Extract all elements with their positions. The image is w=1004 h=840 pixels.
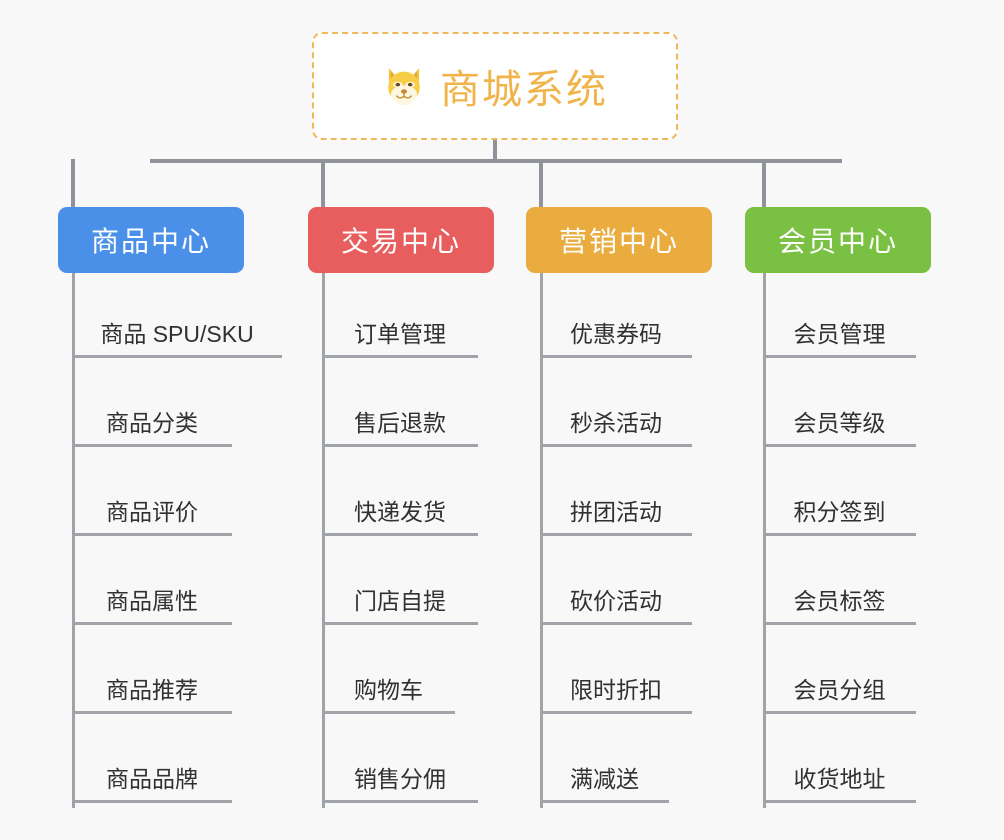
- leaf-label: 快递发货: [354, 499, 446, 525]
- root-title: 商城系统: [440, 68, 608, 112]
- leaf-item[interactable]: 商品分类: [72, 410, 232, 447]
- branch-node-2[interactable]: 交易中心: [308, 207, 494, 273]
- leaf-label: 砍价活动: [570, 588, 662, 614]
- column-spine: [540, 273, 543, 808]
- connector-drop-1: [71, 159, 75, 207]
- branch-node-4[interactable]: 会员中心: [745, 207, 931, 273]
- leaf-label: 收货地址: [793, 766, 886, 792]
- column-spine: [322, 273, 325, 808]
- leaf-label: 商品品牌: [106, 766, 198, 792]
- leaf-item[interactable]: 会员等级: [763, 410, 916, 447]
- leaf-label: 会员等级: [793, 410, 886, 436]
- leaf-item[interactable]: 销售分佣: [322, 766, 478, 803]
- column-spine: [763, 273, 766, 808]
- branch-label: 营销中心: [558, 226, 679, 257]
- leaf-item[interactable]: 售后退款: [322, 410, 478, 447]
- column-spine: [72, 273, 75, 808]
- leaf-label: 优惠券码: [570, 321, 662, 347]
- connector-root-stem: [493, 140, 497, 162]
- leaf-item[interactable]: 商品评价: [72, 499, 232, 536]
- leaf-item[interactable]: 砍价活动: [540, 588, 692, 625]
- leaf-item[interactable]: 商品 SPU/SKU: [72, 321, 282, 358]
- leaf-label: 商品推荐: [106, 677, 198, 703]
- branch-label: 交易中心: [340, 226, 461, 257]
- leaf-label: 订单管理: [354, 321, 446, 347]
- leaf-item[interactable]: 会员分组: [763, 677, 916, 714]
- shiba-dog-face-icon: [382, 64, 426, 108]
- leaf-label: 限时折扣: [570, 677, 662, 703]
- connector-drop-2: [321, 159, 325, 207]
- leaf-label: 满减送: [570, 766, 639, 792]
- branch-node-1[interactable]: 商品中心: [58, 207, 244, 273]
- leaf-label: 商品评价: [106, 499, 198, 525]
- leaf-label: 门店自提: [354, 588, 446, 614]
- leaf-label: 销售分佣: [354, 766, 446, 792]
- leaf-label: 会员标签: [793, 588, 886, 614]
- leaf-label: 售后退款: [354, 410, 446, 436]
- leaf-item[interactable]: 限时折扣: [540, 677, 692, 714]
- leaf-item[interactable]: 商品属性: [72, 588, 232, 625]
- connector-drop-4: [762, 159, 766, 207]
- leaf-item[interactable]: 门店自提: [322, 588, 478, 625]
- leaf-item[interactable]: 快递发货: [322, 499, 478, 536]
- leaf-item[interactable]: 优惠券码: [540, 321, 692, 358]
- connector-horizontal-bus: [150, 159, 842, 163]
- leaf-item[interactable]: 商品品牌: [72, 766, 232, 803]
- leaf-item[interactable]: 拼团活动: [540, 499, 692, 536]
- leaf-label: 会员分组: [793, 677, 886, 703]
- leaf-item[interactable]: 订单管理: [322, 321, 478, 358]
- leaf-label: 商品 SPU/SKU: [100, 321, 254, 347]
- leaf-item[interactable]: 会员标签: [763, 588, 916, 625]
- leaf-label: 积分签到: [793, 499, 886, 525]
- leaf-item[interactable]: 满减送: [540, 766, 669, 803]
- branch-node-3[interactable]: 营销中心: [526, 207, 712, 273]
- leaf-item[interactable]: 收货地址: [763, 766, 916, 803]
- leaf-label: 会员管理: [793, 321, 886, 347]
- leaf-item[interactable]: 积分签到: [763, 499, 916, 536]
- branch-label: 会员中心: [777, 226, 898, 257]
- branch-label: 商品中心: [90, 226, 211, 257]
- leaf-label: 拼团活动: [570, 499, 662, 525]
- root-node[interactable]: 商城系统: [312, 32, 678, 140]
- leaf-label: 秒杀活动: [570, 410, 662, 436]
- leaf-label: 购物车: [354, 677, 423, 703]
- connector-drop-3: [539, 159, 543, 207]
- leaf-label: 商品分类: [106, 410, 198, 436]
- leaf-item[interactable]: 秒杀活动: [540, 410, 692, 447]
- leaf-label: 商品属性: [106, 588, 198, 614]
- leaf-item[interactable]: 购物车: [322, 677, 455, 714]
- leaf-item[interactable]: 会员管理: [763, 321, 916, 358]
- leaf-item[interactable]: 商品推荐: [72, 677, 232, 714]
